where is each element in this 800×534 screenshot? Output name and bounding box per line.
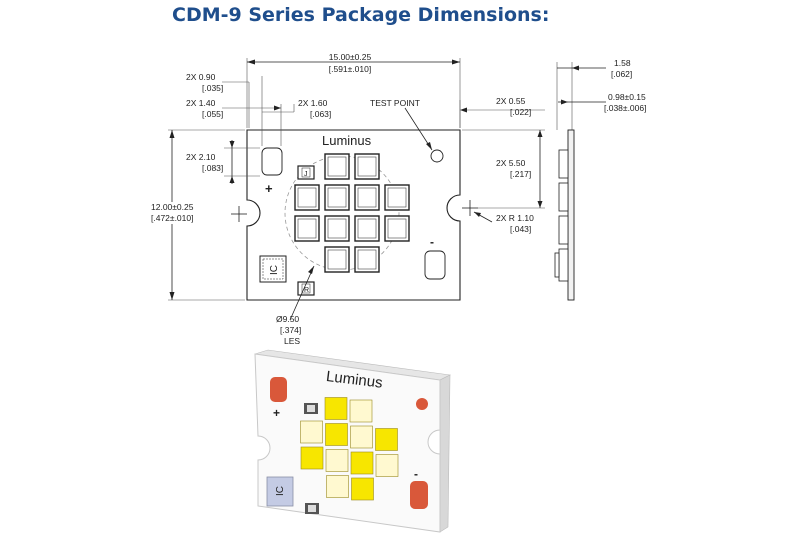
led-die-3d bbox=[325, 423, 348, 446]
led-die-3d bbox=[325, 449, 349, 472]
dim-160: 2X 1.60 bbox=[298, 98, 328, 108]
led-die-inner bbox=[357, 249, 377, 270]
dim-140: 2X 1.40 bbox=[186, 98, 216, 108]
board-3d-ic-label: IC bbox=[275, 486, 286, 496]
test-point-label: TEST POINT bbox=[370, 98, 420, 108]
dimensions: 15.00±0.25 [.591±.010] 2X 0.90 [.035] 2X… bbox=[150, 52, 545, 346]
dim-090-inch: [.035] bbox=[202, 83, 223, 93]
side-led-3 bbox=[558, 215, 569, 245]
led-die-inner bbox=[327, 249, 347, 270]
side-view: 1.58 [.062] 0.98±0.15 [.038±.006] bbox=[554, 58, 646, 301]
dim-160-inch: [.063] bbox=[310, 109, 331, 119]
les-dim-inch: [.374] bbox=[280, 325, 301, 335]
page-title: CDM-9 Series Package Dimensions: bbox=[172, 4, 550, 26]
led-die-3d bbox=[350, 425, 373, 449]
top-chip-label: J bbox=[304, 171, 308, 178]
led-die-3d bbox=[300, 420, 323, 444]
led-die-3d bbox=[375, 428, 398, 451]
board-3d-positive-pad bbox=[270, 377, 287, 402]
led-die-3d bbox=[326, 475, 349, 498]
led-die-3d bbox=[375, 454, 399, 477]
dim-550: 2X 5.50 bbox=[496, 158, 526, 168]
led-grid bbox=[294, 153, 410, 273]
led-die-inner bbox=[387, 218, 407, 239]
led-die-3d bbox=[324, 397, 348, 420]
dim-550-inch: [.217] bbox=[510, 169, 531, 179]
dim-210: 2X 2.10 bbox=[186, 152, 216, 162]
thickness-dim: 1.58 bbox=[614, 58, 631, 68]
board-brand: Luminus bbox=[322, 133, 372, 148]
top-chip-inner bbox=[301, 167, 311, 178]
led-die-inner bbox=[357, 156, 377, 177]
ic-label: IC bbox=[269, 265, 280, 275]
side-ic bbox=[554, 252, 560, 278]
led-die-inner bbox=[387, 187, 407, 208]
board-3d-ic bbox=[266, 476, 294, 507]
dim-140-inch: [.055] bbox=[202, 109, 223, 119]
led-die-3d bbox=[300, 446, 324, 470]
board-3d-bottom-chip-inner bbox=[308, 505, 316, 512]
board-3d-test-point bbox=[416, 398, 428, 410]
dim-r110: 2X R 1.10 bbox=[496, 213, 534, 223]
thickness-dim-inch: [.062] bbox=[611, 69, 632, 79]
led-grid-3d bbox=[300, 397, 399, 501]
led-die-inner bbox=[297, 218, 317, 239]
side-pcb bbox=[567, 129, 575, 301]
top-view: Luminus + - J R IC bbox=[231, 129, 478, 301]
led-die-inner bbox=[357, 218, 377, 239]
led-die-inner bbox=[327, 187, 347, 208]
board-3d-brand: Luminus bbox=[325, 368, 383, 392]
bottom-chip-label: R bbox=[304, 287, 309, 294]
led-die-inner bbox=[297, 187, 317, 208]
dim-055: 2X 0.55 bbox=[496, 96, 526, 106]
height-dim: 12.00±0.25 bbox=[151, 202, 194, 212]
ic-chip-inner bbox=[262, 258, 284, 280]
dim-090: 2X 0.90 bbox=[186, 72, 216, 82]
dim-r110-inch: [.043] bbox=[510, 224, 531, 234]
board-3d-plus: + bbox=[273, 406, 280, 420]
negative-pad bbox=[424, 250, 446, 280]
board-3d-minus: - bbox=[414, 467, 418, 481]
width-dim-inch: [.591±.010] bbox=[329, 64, 371, 74]
board-3d-top-chip-inner bbox=[307, 405, 315, 412]
test-point-pad bbox=[430, 149, 444, 163]
dim-210-inch: [.083] bbox=[202, 163, 223, 173]
width-dim: 15.00±0.25 bbox=[329, 52, 372, 62]
positive-pad bbox=[261, 147, 283, 176]
led-die-inner bbox=[327, 218, 347, 239]
board-3d-negative-pad bbox=[410, 481, 428, 509]
plus-symbol: + bbox=[265, 181, 273, 196]
led-die-3d bbox=[350, 451, 374, 475]
led-die-3d bbox=[351, 477, 374, 501]
les-label: LES bbox=[284, 336, 300, 346]
side-led-2 bbox=[558, 182, 569, 212]
pcb-dim: 0.98±0.15 bbox=[608, 92, 646, 102]
minus-symbol: - bbox=[430, 235, 434, 249]
side-led-4 bbox=[558, 248, 569, 282]
led-die-inner bbox=[327, 156, 347, 177]
led-die-3d bbox=[349, 399, 373, 423]
board-3d-render: Luminus + - IC bbox=[254, 349, 452, 533]
side-led-1 bbox=[558, 149, 569, 179]
dim-055-inch: [.022] bbox=[510, 107, 531, 117]
led-die-inner bbox=[357, 187, 377, 208]
pcb-dim-inch: [.038±.006] bbox=[604, 103, 646, 113]
height-dim-inch: [.472±.010] bbox=[151, 213, 193, 223]
les-dim: Ø9.50 bbox=[276, 314, 299, 324]
